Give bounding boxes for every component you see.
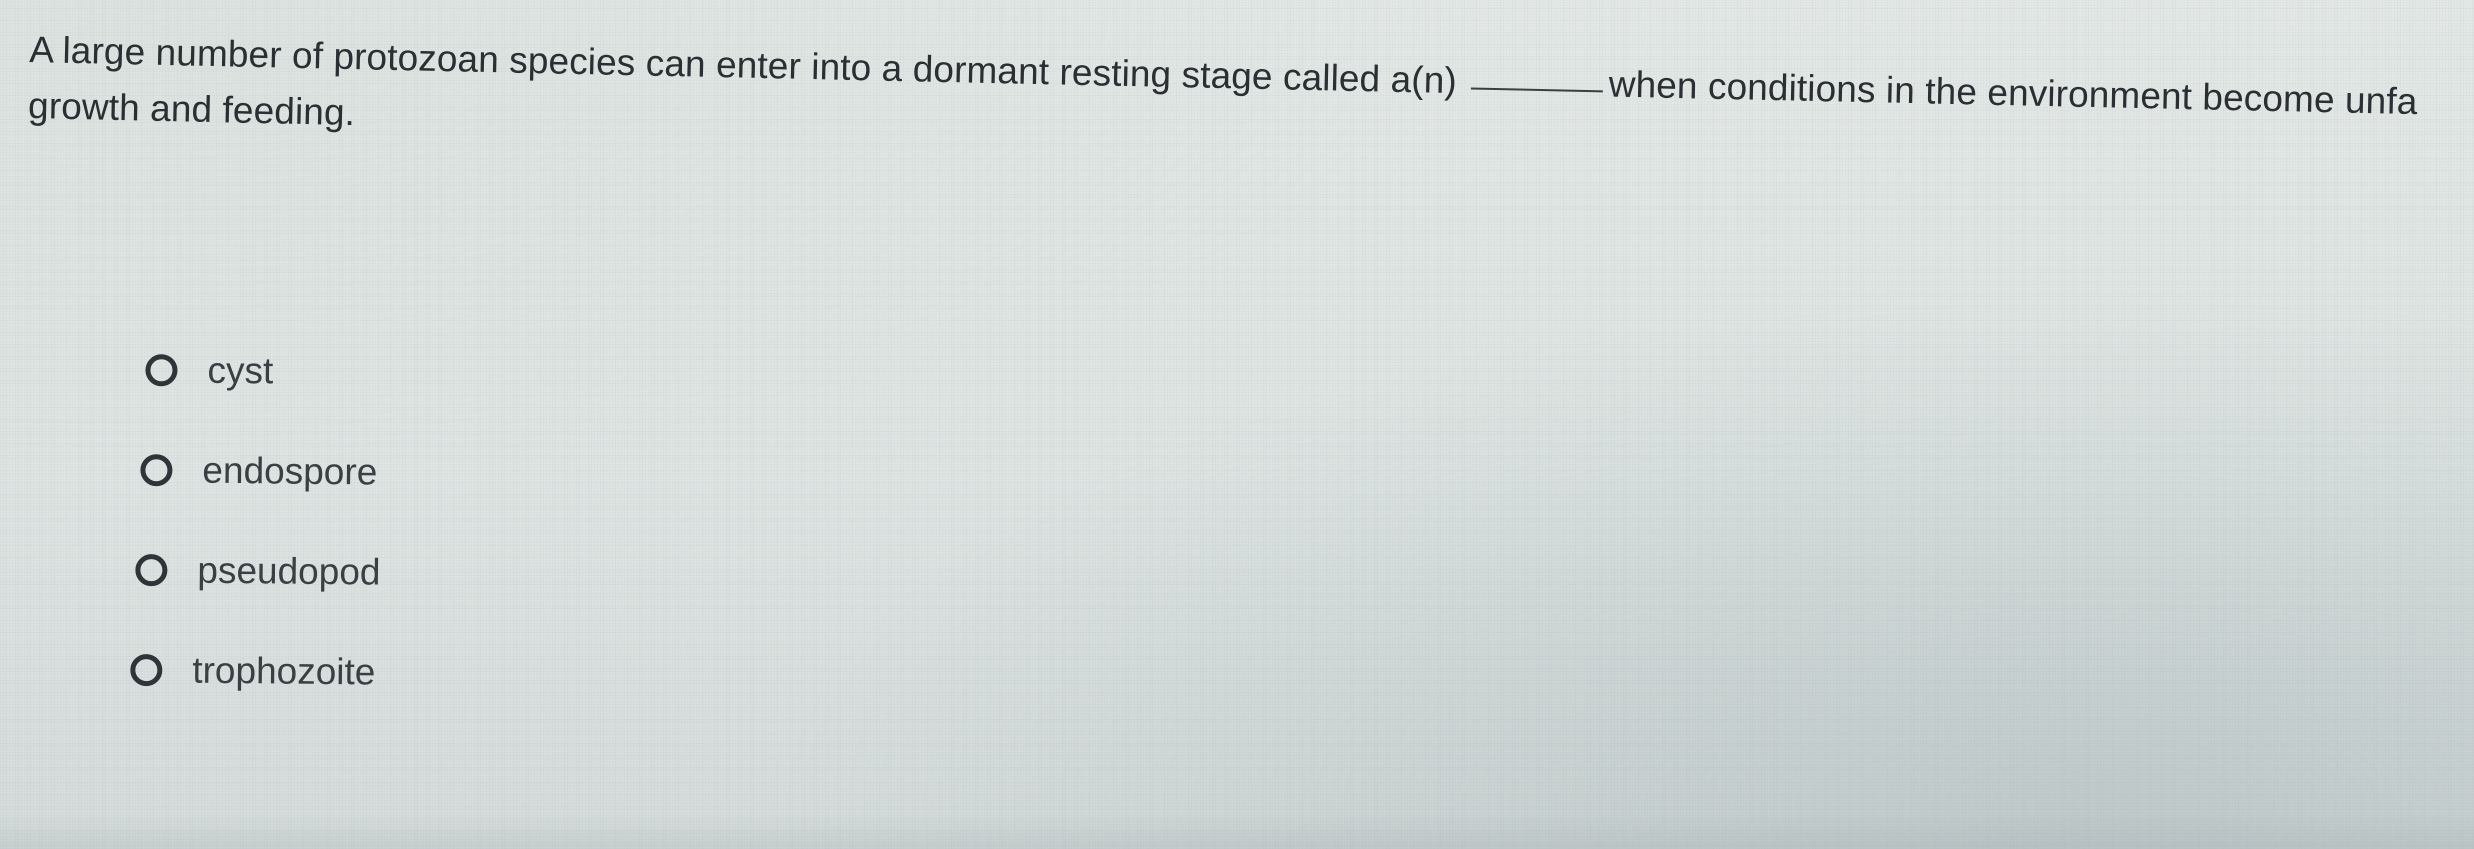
option-pseudopod[interactable]: pseudopod: [135, 520, 381, 623]
answer-blank: [1470, 87, 1603, 93]
question-block: A large number of protozoan species can …: [28, 22, 2474, 191]
question-text-line2: growth and feeding.: [27, 84, 356, 134]
option-label: pseudopod: [197, 549, 381, 593]
option-label: cyst: [207, 349, 274, 392]
radio-button-icon[interactable]: [130, 653, 163, 687]
answer-options: cyst endospore pseudopod trophozoite: [130, 320, 383, 723]
radio-button-icon[interactable]: [135, 553, 168, 587]
screen-bottom-edge: [0, 814, 2474, 849]
question-text: A large number of protozoan species can …: [28, 22, 2474, 191]
option-label: trophozoite: [192, 649, 376, 693]
radio-button-icon[interactable]: [145, 354, 178, 387]
option-cyst[interactable]: cyst: [145, 320, 383, 422]
question-text-after-blank: when conditions in the environment becom…: [1608, 63, 2418, 123]
radio-button-icon[interactable]: [140, 454, 173, 487]
option-endospore[interactable]: endospore: [140, 420, 382, 523]
option-label: endospore: [202, 449, 378, 493]
option-trophozoite[interactable]: trophozoite: [130, 620, 380, 723]
